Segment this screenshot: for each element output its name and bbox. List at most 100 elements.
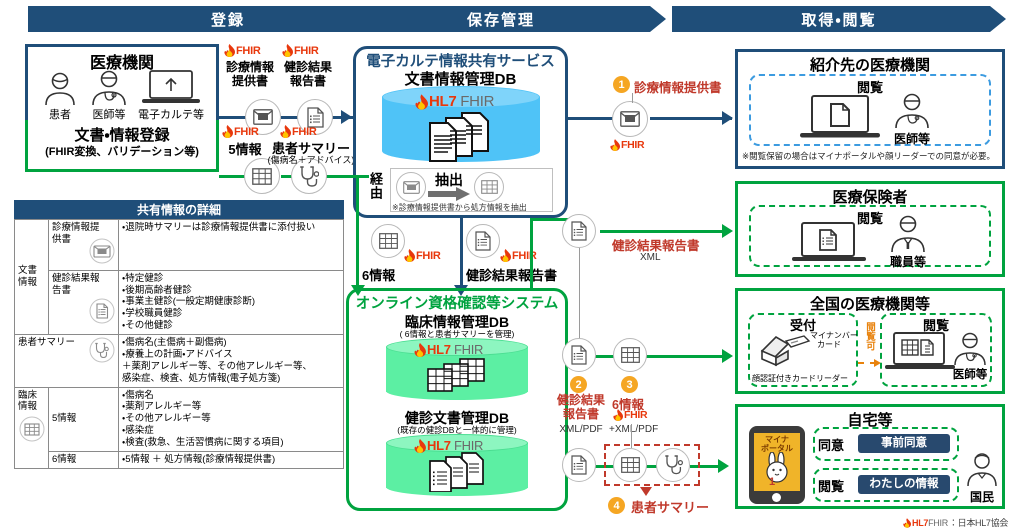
card-reader-icon: [756, 331, 812, 374]
insurer-view-label: 閲覧: [856, 211, 883, 226]
footer-text: ：日本HL7協会: [948, 518, 1009, 528]
cell-text: 臨床情報: [18, 389, 38, 413]
home-view-pill[interactable]: わたしの情報: [858, 475, 950, 494]
fhir-text: FHIR: [416, 249, 441, 262]
view-allowed-label: 閲覧可: [864, 322, 875, 351]
referral-view-label: 閲覧: [856, 80, 883, 95]
doc-registration-sub: (FHIR変換、バリデーション等): [45, 146, 199, 158]
badge-number: 3: [626, 378, 633, 391]
output-badge-4: 4: [608, 497, 625, 514]
ehr-down-line: [460, 218, 463, 288]
output-label-insurer: 健診結果報告書: [612, 239, 700, 253]
flow-line-green-2: [281, 175, 293, 178]
output-badge-1: 1: [613, 76, 630, 93]
myna-rabbit-mascot-icon: 1: [762, 451, 792, 495]
hl7-fhir-brand-3: HL7 FHIR: [414, 438, 483, 453]
out3-table-icon: [613, 338, 647, 372]
fhir-text: FHIR: [236, 44, 261, 57]
flow-line-blue-1: [219, 116, 249, 119]
output-badge-2: 2: [570, 376, 587, 393]
clinical-db-title: 臨床情報管理DB: [404, 314, 510, 330]
out1-envelope-icon: [612, 101, 648, 137]
view-allowed-connector: [858, 362, 876, 364]
out1-line-a: [568, 117, 614, 120]
table-row: 6情報 ・5情報 ＋ 処方情報(診療情報提供書): [15, 450, 344, 469]
down-icon-table: [371, 224, 405, 258]
cell-text: ・傷病名(主傷病＋副傷病) ・療養上の計画・アドバイス ＋薬剤アレルギー等、その…: [122, 337, 313, 384]
output-sub-3: +XML/PDF: [609, 424, 659, 435]
fhir-label-3: FHIR: [222, 125, 259, 138]
flow-arrow-blue: [341, 110, 352, 124]
out4-arrow: [718, 459, 729, 473]
clinical-db-sub: ( 6情報と患者サマリーを管理): [399, 329, 515, 339]
out3-fhir: FHIR: [613, 409, 648, 421]
fhir-text: FHIR: [292, 125, 317, 138]
tables-stack-icon: [424, 358, 492, 401]
output-sub-insurer: XML: [640, 252, 661, 263]
out4-table-icon: [613, 448, 647, 482]
down-label-6info: 6情報: [362, 268, 396, 283]
cell-sub-referral: 診療情報提 供書: [48, 219, 119, 271]
cell-text: ・5情報 ＋ 処方情報(診療情報提供書): [122, 453, 276, 465]
flow-icon-envelope-1: [245, 99, 281, 135]
insurer-box: [735, 181, 1005, 277]
insurer-view-group: [749, 205, 991, 267]
fhir-label-4: FHIR: [280, 125, 317, 138]
out2-document-icon: [562, 338, 596, 372]
flow-icon-document-1: [297, 99, 333, 135]
fhir-text: FHIR: [621, 139, 645, 151]
out4-hline-c: [690, 465, 722, 468]
doctor-icon-2: [890, 93, 934, 134]
out-insurer-arrow: [722, 224, 733, 238]
banner-retrieval-label: 取得・閲覧: [801, 11, 877, 29]
cell-detail-referral: ・退院時サマリーは診療情報提供書に添付扱い: [118, 219, 344, 271]
laptop-label: 電子カルテ等: [138, 109, 204, 121]
down-label-checkup: 健診結果報告書: [466, 268, 558, 283]
out4-document-icon: [562, 448, 596, 482]
badge-number: 4: [613, 499, 620, 512]
doctor-icon-3: [950, 332, 990, 371]
home-view-group: [813, 468, 959, 502]
footer-brand: HL7FHIR ：日本HL7協会: [903, 516, 1008, 529]
mynaportal-label-1: マイナ: [765, 435, 789, 444]
extract-arrow-icon: [428, 187, 470, 206]
cell-text: ・傷病名 ・薬剤アレルギー等 ・その他アレルギー等 ・感染症 ・検査(救急、生活…: [122, 389, 284, 449]
fhir-text: FHIR: [294, 44, 319, 57]
smartphone-home-button[interactable]: [772, 493, 781, 502]
referral-person-label: 医師等: [893, 132, 930, 146]
envelope-icon: [52, 238, 115, 268]
nationwide-person-label: 医師等: [952, 369, 988, 381]
cell-sub-checkup: 健診結果報 告書: [48, 269, 119, 336]
home-consent-label: 同意: [818, 438, 845, 453]
document-icon: [52, 298, 115, 328]
banner-retrieval: 取得・閲覧: [672, 6, 1006, 32]
doctor-label: 医師等: [92, 109, 126, 121]
output-label-2: 健診結果 報告書: [556, 393, 605, 421]
laptop-table-document-icon: [884, 332, 956, 379]
hl7-fhir-text: HL7 FHIR: [429, 93, 495, 110]
out2-leader: [579, 248, 580, 348]
cell-category-doc: 文書 情報: [14, 219, 49, 335]
medical-institution-box: [25, 44, 219, 120]
flow-label-checkup-2: 報告書: [289, 74, 326, 88]
checkup-db-sub: (既存の健診DBと一体的に管理): [397, 425, 517, 435]
cell-detail-6info: ・5情報 ＋ 処方情報(診療情報提供書): [118, 450, 344, 469]
out-insurer-document-icon: [562, 214, 596, 248]
cell-text: 健診結果報 告書: [52, 272, 100, 296]
online-system-box: [346, 288, 568, 511]
fhir-label-6info: FHIR: [404, 249, 441, 262]
flow-label-referral-1: 診療情報: [225, 60, 274, 74]
out4-leader: [631, 424, 632, 448]
cell-text: 患者サマリー: [18, 337, 76, 348]
out-insurer-hline0: [530, 218, 580, 221]
staff-icon: [886, 215, 930, 258]
home-consent-pill[interactable]: 事前同意: [858, 434, 950, 453]
nationwide-view-label: 閲覧: [922, 318, 949, 333]
flow-label-5info: 5情報: [228, 142, 262, 157]
table-row: 健診結果報 告書 ・特定健診 ・後期高齢者健診 ・事業主健診(一般定期健康診断)…: [15, 269, 344, 336]
flow-label-patient-summary: 患者サマリー: [271, 141, 350, 156]
referral-institution-title: 紹介先の医療機関: [809, 57, 930, 74]
citizen-icon: [963, 452, 1001, 495]
home-view-label: 閲覧: [818, 479, 845, 494]
